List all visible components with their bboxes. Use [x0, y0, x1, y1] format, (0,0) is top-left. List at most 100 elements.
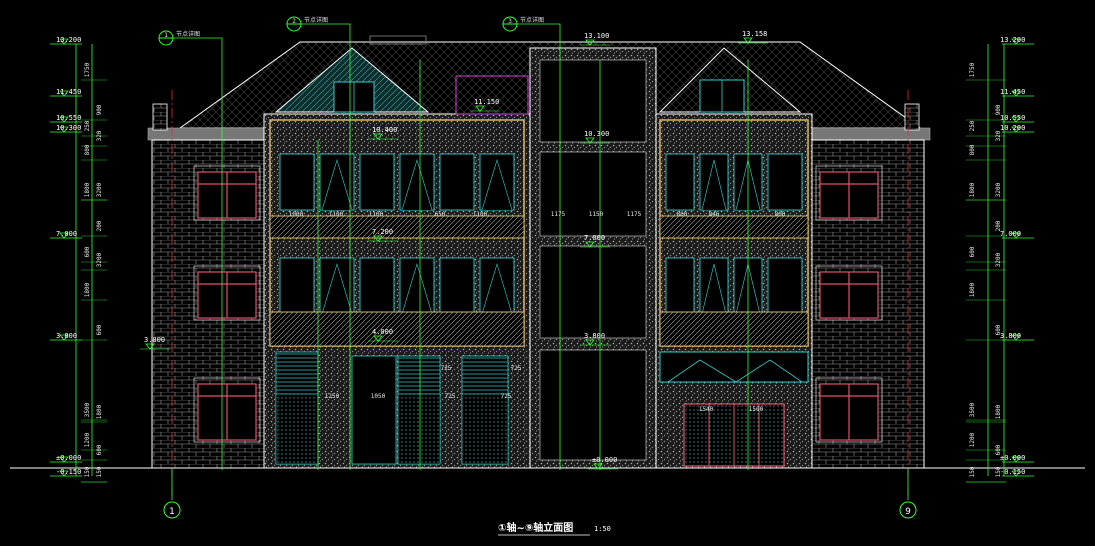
- right-dim-2: 250: [969, 120, 976, 131]
- mid-dim-9: 846: [709, 211, 720, 218]
- inner-level-7: 11.150: [474, 98, 499, 106]
- chimney-left: [152, 103, 168, 131]
- levels-right: 13.20011.45010.55010.2007.0003.800±0.000…: [1000, 36, 1034, 477]
- left-level-5: 3.800: [56, 332, 77, 340]
- inner-level-5: 3.800: [584, 332, 605, 340]
- mid-dim-7: 1175: [627, 211, 642, 218]
- drawing-scale: 1:50: [594, 525, 611, 533]
- inner-level-10: 3.800: [144, 336, 165, 344]
- left-dim-12: 3500: [84, 402, 91, 417]
- left-dim-4: 800: [84, 144, 91, 155]
- callout-desc-2: 节点详图: [520, 16, 544, 24]
- dims-right: 1750 900 250 320 800 3200 1800 200 600 3200 1800 60…: [966, 62, 1006, 483]
- left-level-6: ±0.000: [56, 454, 81, 462]
- right-dim-8: 600: [969, 246, 976, 257]
- right-dim-17: 150: [995, 466, 1002, 477]
- left-dim-17: 150: [96, 466, 103, 477]
- mid-dim-13: 1250: [325, 393, 340, 400]
- right-level-5: 3.800: [1000, 332, 1021, 340]
- left-dim-2: 250: [84, 120, 91, 131]
- right-dim-11: 600: [995, 324, 1002, 335]
- mid-dim-1: 1100: [329, 211, 344, 218]
- callout-number-1: 2: [292, 18, 296, 25]
- right-dim-9: 3200: [995, 252, 1002, 267]
- mid-dim-17: 1540: [699, 406, 714, 413]
- axis-bubble-left[interactable]: [163, 501, 181, 519]
- axis-label-left: 1: [169, 507, 175, 517]
- left-dim-11: 600: [96, 324, 103, 335]
- left-dim-9: 3200: [96, 252, 103, 267]
- left-dim-7: 200: [96, 220, 103, 231]
- inner-level-1: 7.200: [372, 228, 393, 236]
- right-dim-4: 800: [969, 144, 976, 155]
- right-dim-7: 200: [995, 220, 1002, 231]
- mid-dim-0: 1000: [289, 211, 304, 218]
- right-level-6: ±0.000: [1000, 454, 1025, 462]
- drawing-title: ①轴~⑨轴立面图: [498, 521, 573, 534]
- left-level-3: 10.300: [56, 124, 81, 132]
- mid-dim-14: 1050: [371, 393, 386, 400]
- right-level-3: 10.200: [1000, 124, 1025, 132]
- left-level-0: 13.200: [56, 36, 81, 44]
- left-dim-1: 900: [96, 104, 103, 115]
- mid-dim-10: 800: [775, 211, 786, 218]
- left-dim-13: 1800: [96, 404, 103, 419]
- right-dim-0: 1750: [969, 62, 976, 77]
- mid-dim-18: 1500: [749, 406, 764, 413]
- callout-desc-1: 节点详图: [304, 16, 328, 24]
- left-dim-16: 150: [84, 466, 91, 477]
- roof-vent: [369, 35, 427, 45]
- left-dim-14: 1200: [84, 432, 91, 447]
- right-dim-10: 1800: [969, 282, 976, 297]
- inner-level-0: 10.400: [372, 126, 397, 134]
- right-level-7: -0.150: [1000, 468, 1025, 476]
- inner-levels: 10.4007.2004.00010.3007.0003.800±0.00011…: [140, 30, 768, 470]
- inner-level-8: 13.100: [584, 32, 609, 40]
- left-dim-5: 3200: [96, 182, 103, 197]
- axis-bubble-right[interactable]: [899, 501, 917, 519]
- right-dim-13: 1800: [995, 404, 1002, 419]
- mid-dim-11: 725: [441, 365, 452, 372]
- right-dim-15: 600: [995, 444, 1002, 455]
- right-dim-3: 320: [995, 130, 1002, 141]
- inner-level-9: 13.158: [742, 30, 767, 38]
- right-level-1: 11.450: [1000, 88, 1025, 96]
- right-dim-12: 3500: [969, 402, 976, 417]
- inner-level-6: ±0.000: [592, 456, 617, 464]
- right-dim-14: 1200: [969, 432, 976, 447]
- wing-windows: [197, 171, 879, 441]
- right-dim-5: 3200: [995, 182, 1002, 197]
- callout-number-0: 1: [164, 32, 168, 39]
- right-level-4: 7.000: [1000, 230, 1021, 238]
- callout-desc-0: 节点详图: [176, 30, 200, 38]
- right-level-2: 10.550: [1000, 114, 1025, 122]
- inner-level-4: 7.000: [584, 234, 605, 242]
- entrance-canopy: [659, 351, 809, 383]
- mid-dim-2: 1100: [369, 211, 384, 218]
- left-dim-10: 1800: [84, 282, 91, 297]
- right-dim-6: 1800: [969, 182, 976, 197]
- mid-dim-15: 725: [445, 393, 456, 400]
- right-dim-16: 150: [969, 466, 976, 477]
- left-level-1: 11.450: [56, 88, 81, 96]
- left-level-2: 10.550: [56, 114, 81, 122]
- inner-level-3: 10.300: [584, 130, 609, 138]
- mid-dim-5: 1175: [551, 211, 566, 218]
- left-dim-8: 600: [84, 246, 91, 257]
- mid-dim-3: 650: [435, 211, 446, 218]
- left-dim-15: 600: [96, 444, 103, 455]
- levels-left: 13.20011.45010.55010.3007.0003.800±0.000…: [50, 36, 82, 477]
- inner-level-2: 4.000: [372, 328, 393, 336]
- right-dim-1: 900: [995, 104, 1002, 115]
- left-dim-0: 1750: [84, 62, 91, 77]
- mid-dim-16: 725: [501, 393, 512, 400]
- left-dim-3: 320: [96, 130, 103, 141]
- left-dim-6: 1800: [84, 182, 91, 197]
- left-level-7: -0.150: [56, 468, 81, 476]
- mid-dim-12: 725: [511, 365, 522, 372]
- axis-label-right: 9: [905, 507, 911, 517]
- mid-dim-8: 800: [677, 211, 688, 218]
